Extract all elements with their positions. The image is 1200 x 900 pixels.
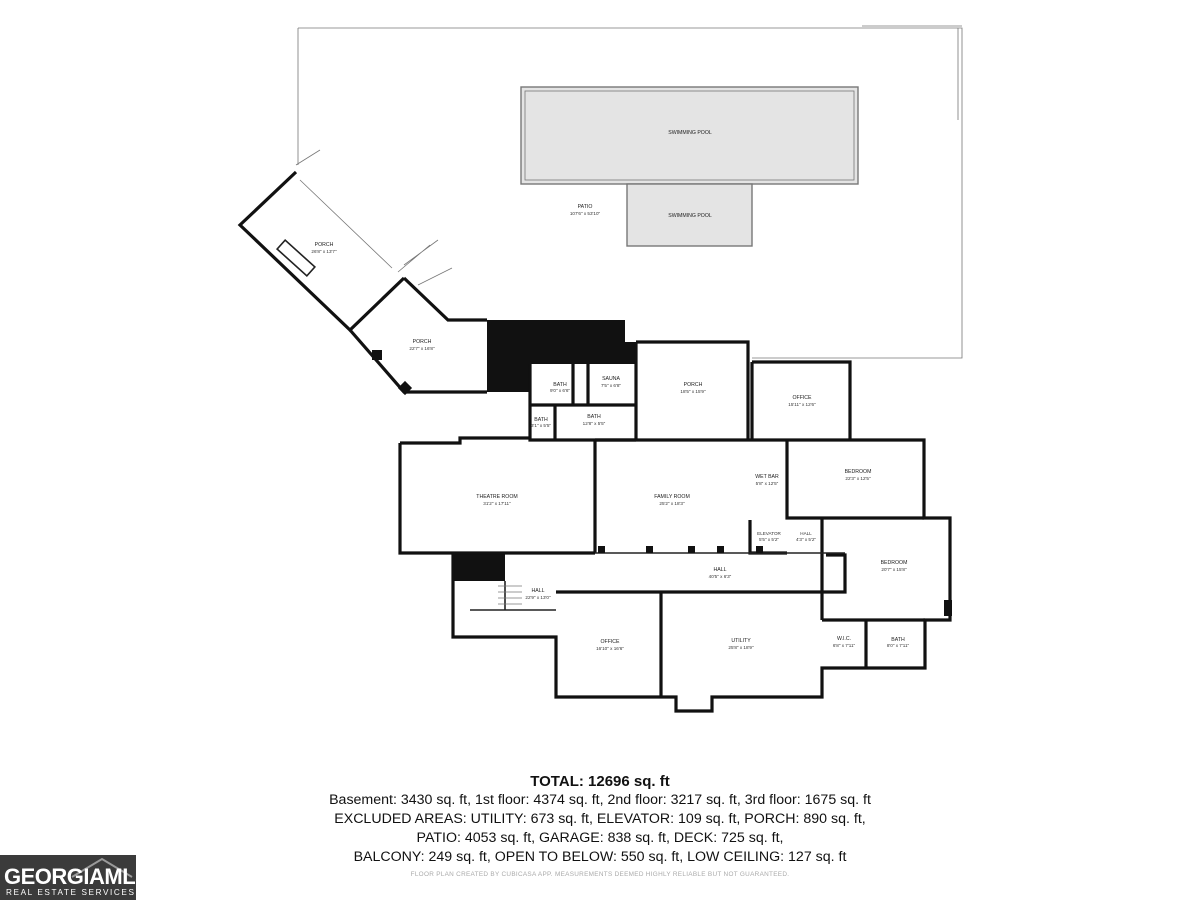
room-label-bath3: BATH (587, 414, 601, 420)
total-area: TOTAL: 12696 sq. ft (530, 773, 670, 790)
room-label-hall1: HALL (800, 531, 812, 536)
room-dim-hall1: 4'3" x 5'2" (796, 537, 816, 542)
room-label-porch3: PORCH (684, 382, 703, 388)
patio-edge (862, 25, 962, 120)
room-label-bath2: BATH (534, 417, 548, 423)
room-label-theatre: THEATRE ROOM (476, 494, 517, 500)
excluded-areas-3: BALCONY: 249 sq. ft, OPEN TO BELOW: 550 … (353, 849, 847, 865)
patio-outline (297, 27, 963, 359)
house-roof-icon (71, 857, 133, 878)
column-2 (646, 546, 653, 553)
room-dim-bedroom1: 22'3" x 12'5" (845, 476, 871, 481)
logo-text: GEORGIAMLS (4, 864, 150, 889)
room-dim-bedroom2: 20'7" x 15'8" (881, 567, 907, 572)
room-label-bedroom2: BEDROOM (881, 560, 908, 566)
room-dim-office1: 15'11" x 12'6" (788, 402, 816, 407)
room-dim-bath1: 9'0" x 6'6" (550, 388, 570, 393)
room-dim-elevator: 5'5" x 5'2" (759, 537, 779, 542)
room-label-patio: PATIO (578, 204, 593, 210)
room-dim-patio: 107'6" x 53'10" (570, 211, 601, 216)
room-label-family: FAMILY ROOM (654, 494, 690, 500)
room-dim-bath3: 12'8" x 5'5" (583, 421, 606, 426)
column-4 (717, 546, 724, 553)
georgiamls-logo: GEORGIAMLS REAL ESTATE SERVICES (0, 855, 150, 900)
room-label-office2: OFFICE (600, 639, 620, 645)
office-top-walls (750, 360, 852, 440)
sauna-bath-walls (528, 342, 638, 442)
floor-areas: Basement: 3430 sq. ft, 1st floor: 4374 s… (329, 792, 871, 808)
room-dim-hall2: 40'5" x 6'3" (709, 574, 732, 579)
porch-bench (275, 239, 317, 277)
room-label-bedroom1: BEDROOM (845, 469, 872, 475)
pool-main-inner (524, 90, 855, 181)
room-label-hall3: HALL (532, 588, 545, 594)
porch-angled-walls (237, 170, 406, 333)
room-label-utility: UTILITY (731, 638, 751, 644)
room-label-bath4: BATH (891, 637, 905, 643)
room-dim-bath2: 3'1" x 5'5" (531, 423, 551, 428)
pool-lower (626, 183, 753, 247)
porch-rails (295, 149, 453, 286)
porch-angled-walls-b (348, 276, 487, 394)
column-1 (598, 546, 605, 553)
main-walls (398, 436, 952, 713)
room-dim-sauna: 7'5" x 6'8" (601, 383, 621, 388)
room-dim-porch3: 18'5" x 15'9" (680, 389, 706, 394)
column-6 (944, 600, 952, 616)
pool-main (520, 86, 859, 185)
stair-block-lower (453, 553, 505, 581)
column-5 (756, 546, 763, 553)
room-dim-family: 25'2" x 18'3" (659, 501, 685, 506)
room-dim-theatre: 31'2" x 17'11" (483, 501, 511, 506)
room-label-pool1: SWIMMING POOL (668, 130, 712, 136)
excluded-areas-2: PATIO: 4053 sq. ft, GARAGE: 838 sq. ft, … (416, 830, 784, 846)
room-dim-office2: 16'10" x 16'6" (596, 646, 624, 651)
porch-center-walls (636, 340, 750, 440)
porch-post-1 (372, 350, 382, 360)
room-label-wic: W.I.C. (837, 636, 851, 642)
room-label-sauna: SAUNA (602, 376, 620, 382)
room-dim-porch1: 26'8" x 13'7" (311, 249, 337, 254)
room-dim-wic: 6'8" x 7'11" (833, 643, 856, 648)
stairs (498, 585, 522, 605)
inner-thin (470, 552, 845, 611)
room-label-elevator: ELEVATOR (757, 531, 781, 536)
column-3 (688, 546, 695, 553)
room-label-wetbar: WET BAR (755, 474, 779, 480)
logo-subtext: REAL ESTATE SERVICES (6, 888, 136, 897)
room-label-pool2: SWIMMING POOL (668, 213, 712, 219)
room-dim-porch2: 22'7" x 16'8" (409, 346, 435, 351)
room-label-office1: OFFICE (792, 395, 812, 401)
porch-post-2 (397, 380, 413, 396)
room-dim-bath4: 8'0" x 7'11" (887, 643, 910, 648)
room-label-porch1: PORCH (315, 242, 334, 248)
room-dim-utility: 25'8" x 18'9" (728, 645, 754, 650)
room-label-bath1: BATH (553, 382, 567, 388)
room-label-hall2: HALL (714, 567, 727, 573)
room-label-porch2: PORCH (413, 339, 432, 345)
room-dim-hall3: 22'9" x 13'0" (525, 595, 551, 600)
room-dim-wetbar: 5'8" x 12'5" (756, 481, 779, 486)
stair-block-upper (487, 320, 636, 392)
excluded-areas-1: EXCLUDED AREAS: UTILITY: 673 sq. ft, ELE… (334, 811, 866, 827)
disclaimer: FLOOR PLAN CREATED BY CUBICASA APP. MEAS… (410, 871, 790, 878)
